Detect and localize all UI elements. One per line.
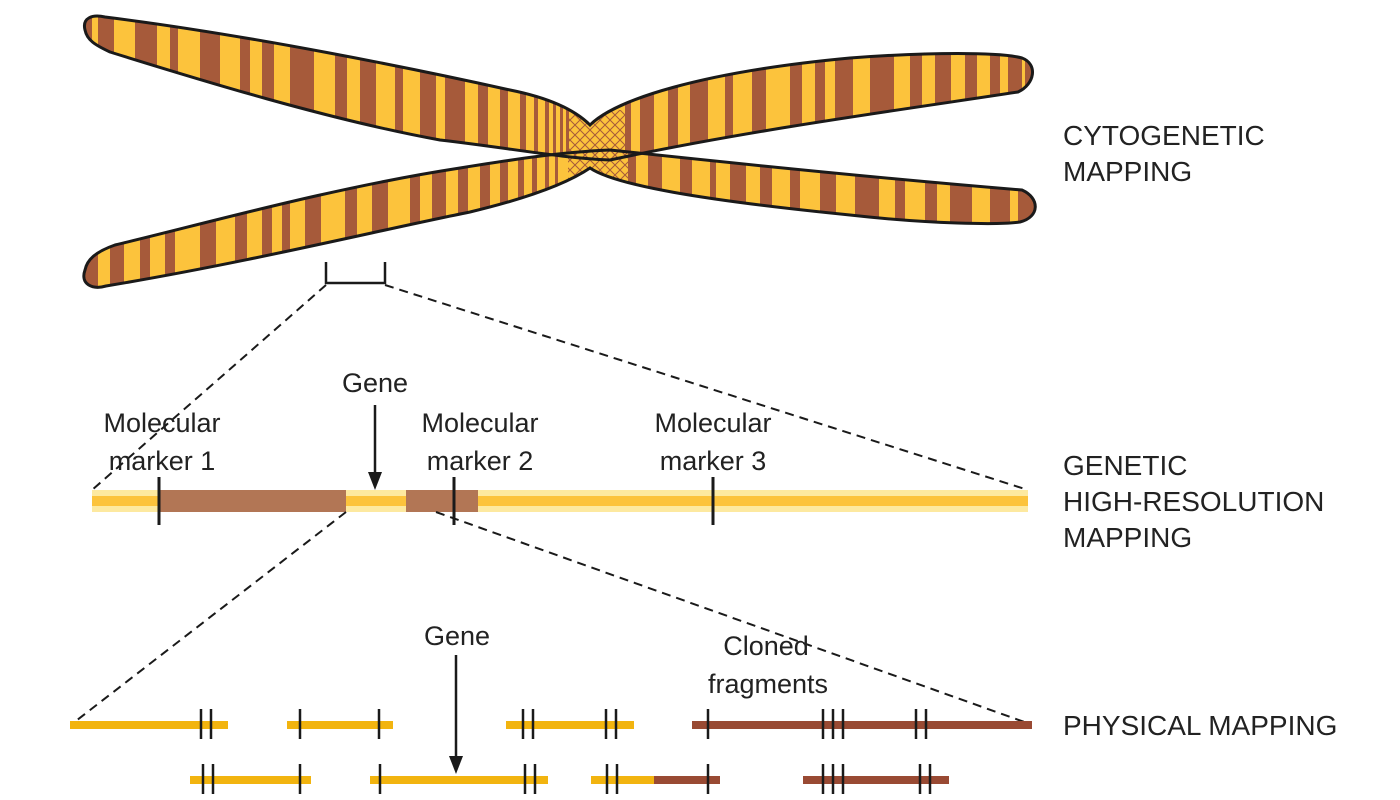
top-band (910, 16, 922, 160)
bottom-band (1018, 150, 1036, 288)
top-band (725, 16, 733, 160)
bottom-band (710, 150, 716, 288)
top-band (835, 16, 853, 160)
bottom-band (480, 150, 490, 288)
physical-ticks (199, 709, 932, 794)
cytogenetic-label-line1: CYTOGENETIC (1063, 120, 1265, 151)
cloned-fragments-label-line2: fragments (708, 669, 828, 699)
bottom-band (925, 150, 937, 288)
top-band (1025, 16, 1033, 160)
cloned-fragments-label-line1: Cloned (723, 631, 809, 661)
bottom-band (855, 150, 879, 288)
genetic-line-center (92, 496, 1028, 506)
genetic-zoom-dash-left (71, 511, 347, 725)
bottom-band (820, 150, 836, 288)
bottom-band (730, 150, 746, 288)
chromosome-bottom-outline (82, 148, 1037, 289)
top-band (990, 16, 1000, 160)
fragment-row2-2 (370, 776, 548, 784)
fragment-row2-1 (190, 776, 311, 784)
top-band (290, 16, 314, 160)
physical-map: Gene Cloned fragments (70, 621, 1032, 794)
bottom-band (305, 150, 321, 288)
top-band (420, 16, 436, 160)
fragment-row1-4 (692, 721, 1032, 729)
zoom-bracket (91, 262, 1029, 491)
bottom-band (235, 150, 247, 288)
top-band (98, 16, 114, 160)
chromosome (82, 14, 1037, 289)
top-band (360, 16, 376, 160)
top-band (870, 16, 894, 160)
top-band (478, 16, 488, 160)
segment-marker2 (406, 490, 478, 512)
genetic-label-line1: GENETIC (1063, 450, 1187, 481)
bottom-band (500, 150, 508, 288)
marker-2-label-line2: marker 2 (427, 446, 534, 476)
bottom-band (950, 150, 972, 288)
physical-gene-label: Gene (424, 621, 490, 651)
bracket-line (324, 262, 387, 285)
fragment-row1-3 (506, 721, 634, 729)
segment-marker1-to-gene (160, 490, 346, 512)
marker-1-label-line2: marker 1 (109, 446, 216, 476)
bottom-band (262, 150, 272, 288)
bottom-band (555, 150, 558, 288)
genetic-zoom-dash-right (435, 511, 1031, 725)
genetic-label-line3: MAPPING (1063, 522, 1192, 553)
fragment-row2-4 (803, 776, 949, 784)
fragment-row1-2 (287, 721, 393, 729)
physical-gene-arrow-head (449, 756, 463, 774)
bottom-band (790, 150, 800, 288)
top-band (135, 16, 157, 160)
bottom-band (410, 150, 420, 288)
genetic-label-line2: HIGH-RESOLUTION (1063, 486, 1324, 517)
chromosome-top-outline (82, 14, 1034, 162)
cytogenetic-label-line2: MAPPING (1063, 156, 1192, 187)
marker-2-label-line1: Molecular (421, 408, 538, 438)
zoom-dash-right (384, 284, 1029, 491)
bottom-band (282, 150, 290, 288)
genetic-map: Gene Molecular marker 1 Molecular marker… (71, 368, 1031, 725)
top-band (335, 16, 347, 160)
section-labels: CYTOGENETIC MAPPING GENETIC HIGH-RESOLUT… (1063, 120, 1337, 741)
fragment-row2-3a (591, 776, 656, 784)
genetic-gene-label: Gene (342, 368, 408, 398)
bottom-band (990, 150, 1010, 288)
top-band (935, 16, 951, 160)
zoom-dash-left (91, 284, 327, 491)
marker-3-label-line1: Molecular (654, 408, 771, 438)
bottom-band (545, 150, 549, 288)
top-band (395, 16, 403, 160)
bottom-band (458, 150, 468, 288)
top-band (170, 16, 178, 160)
top-band (815, 16, 825, 160)
fragment-row2-3b (654, 776, 720, 784)
marker-1-label-line1: Molecular (103, 408, 220, 438)
bottom-band (648, 150, 662, 288)
bottom-band (140, 150, 150, 288)
fragment-row1-1 (70, 721, 228, 729)
physical-label: PHYSICAL MAPPING (1063, 710, 1337, 741)
marker-3-label-line2: marker 3 (660, 446, 767, 476)
gene-arrow-head (368, 472, 382, 490)
top-band (240, 16, 250, 160)
bottom-band (165, 150, 175, 288)
top-band (1008, 16, 1022, 160)
bottom-band (760, 150, 772, 288)
